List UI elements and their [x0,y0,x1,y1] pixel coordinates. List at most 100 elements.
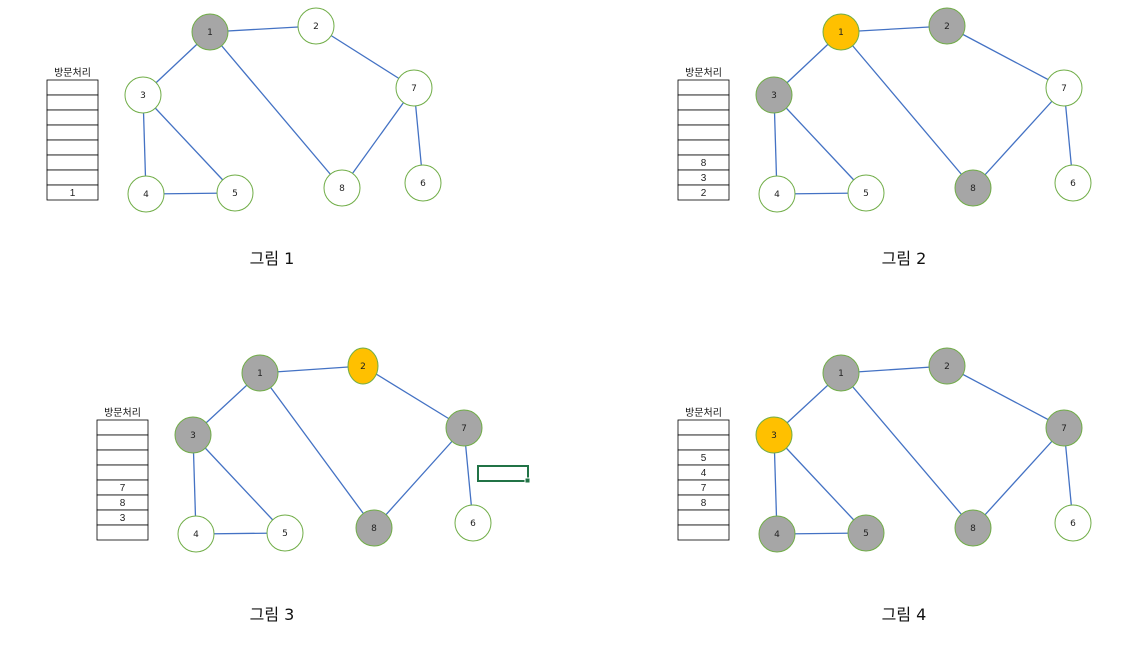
node-circle [266,514,304,552]
edge-7-8 [972,427,1065,529]
edge-3-5 [192,434,286,534]
stack-title: 방문처리 [104,407,141,419]
stack-cell [677,184,730,201]
node-circle [847,514,885,552]
node-2: 2 [347,347,379,385]
edge-3-5 [142,94,236,194]
node-circle [445,409,483,447]
stack-title: 방문처리 [685,67,722,79]
stack-cell-value: 3 [701,173,707,184]
node-circle [847,174,885,212]
stack-cell-value: 8 [120,498,126,509]
stack-cell [677,124,730,141]
node-circle [355,509,393,547]
node-circle [241,354,279,392]
node-3: 3 [124,76,162,114]
node-label: 4 [774,530,780,540]
stack-cell-value: 4 [701,468,707,479]
node-label: 8 [339,184,345,194]
edge-1-8 [209,31,343,189]
figure-caption: 그림 1 [250,249,295,268]
node-3: 3 [755,416,793,454]
stack-cell [677,509,730,526]
stack-title: 방문처리 [54,67,91,79]
node-circle [1054,504,1092,542]
edge-2-7 [946,365,1065,429]
node-circle [954,509,992,547]
stack-cell [677,524,730,541]
node-circle [755,416,793,454]
stack-cell [96,524,149,541]
stack-cell [677,94,730,111]
node-5: 5 [847,174,885,212]
node-label: 5 [282,529,288,539]
stack-cell [46,109,99,126]
node-label: 1 [257,369,263,379]
node-circle [347,347,379,385]
stack-cell [96,434,149,451]
node-circle [928,7,966,45]
edge-2-7 [315,25,415,89]
node-label: 1 [207,28,213,38]
node-8: 8 [954,169,992,207]
stack-cell [46,94,99,111]
fill-handle[interactable] [524,477,531,484]
node-5: 5 [216,174,254,212]
node-1: 1 [241,354,279,392]
node-4: 4 [758,175,796,213]
selection-outline [477,465,529,482]
node-2: 2 [928,347,966,385]
stack-cell-value: 1 [70,188,76,199]
node-circle [323,169,361,207]
stack-cell-value: 8 [701,158,707,169]
node-1: 1 [822,13,860,51]
node-label: 4 [774,190,780,200]
node-circle [127,175,165,213]
figure-caption: 그림 3 [250,605,295,624]
node-circle [404,164,442,202]
stack-cell [96,464,149,481]
node-7: 7 [445,409,483,447]
stack-cell [46,139,99,156]
edge-7-8 [341,87,415,189]
figure-caption: 그림 4 [882,605,927,624]
node-circle [928,347,966,385]
stack-title: 방문처리 [685,407,722,419]
node-circle [297,7,335,45]
node-circle [124,76,162,114]
node-circle [216,174,254,212]
node-label: 3 [190,431,196,441]
node-label: 8 [970,524,976,534]
edge-1-8 [259,372,375,529]
node-label: 6 [1070,179,1076,189]
cell-selection-box[interactable] [477,465,531,484]
stack-cell [96,449,149,466]
node-7: 7 [1045,69,1083,107]
node-2: 2 [297,7,335,45]
node-label: 3 [771,91,777,101]
node-6: 6 [454,504,492,542]
stack-cell [46,79,99,96]
stack-cell [677,419,730,436]
node-label: 6 [1070,519,1076,529]
stack-cell [677,79,730,96]
edge-3-5 [773,94,867,194]
node-circle [1045,69,1083,107]
node-4: 4 [758,515,796,553]
stack-cell-value: 7 [120,483,126,494]
edge-2-7 [362,365,465,429]
node-label: 5 [232,189,238,199]
edge-1-8 [840,31,974,189]
node-label: 5 [863,529,869,539]
node-label: 4 [143,190,149,200]
stack-cell [677,434,730,451]
node-label: 7 [1061,84,1067,94]
node-7: 7 [395,69,433,107]
node-label: 2 [944,22,950,32]
node-4: 4 [127,175,165,213]
node-circle [395,69,433,107]
node-label: 1 [838,28,844,38]
